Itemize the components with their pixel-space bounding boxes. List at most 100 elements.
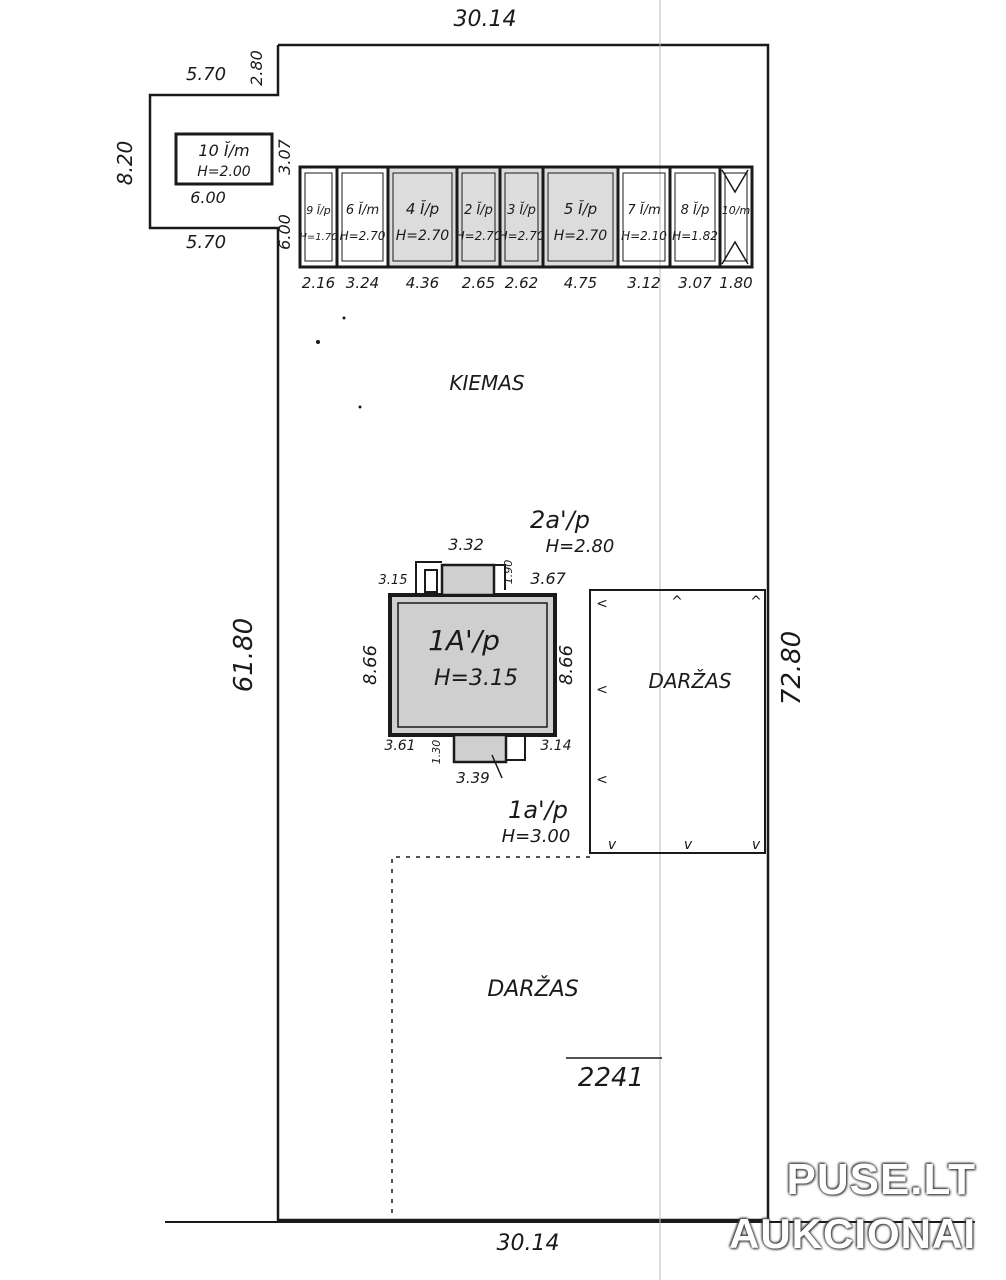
svg-text:v: v bbox=[684, 837, 693, 853]
outbuilding-1-inner bbox=[304, 172, 333, 262]
outbuilding-5-width: 2.62 bbox=[505, 274, 538, 292]
annex-top-label: 5.70 bbox=[186, 64, 226, 85]
outbuilding-9-label: 10/m bbox=[722, 204, 750, 217]
porch-top-left: 3.15 bbox=[379, 573, 408, 588]
top-width-label: 30.14 bbox=[454, 7, 517, 32]
outbuilding-4-height: H=2.70 bbox=[456, 229, 502, 243]
outbuilding-9 bbox=[718, 165, 754, 269]
porch-bottom-width: 3.39 bbox=[456, 769, 489, 787]
outbuilding-1-height: H=1.70 bbox=[299, 232, 337, 243]
outbuilding-3-label: 4 Ĭ/p bbox=[406, 199, 439, 218]
outbuildings-row: 9 Ĭ/pH=1.70 2.16 6 Ĭ/mH=2.70 3.24 4 Ĭ/pH=2.7… bbox=[298, 165, 754, 292]
outbuilding-7-width: 3.12 bbox=[627, 274, 660, 292]
porch-top-right: 3.67 bbox=[530, 569, 566, 588]
outbuilding-2-height: H=2.70 bbox=[340, 229, 386, 243]
outbuilding-5-inner bbox=[504, 172, 539, 262]
outbuilding-2-label: 6 Ĭ/m bbox=[346, 202, 379, 218]
annex-right-lower-label: 6.00 bbox=[275, 214, 294, 250]
outbuilding-7-inner bbox=[622, 172, 666, 262]
outbuilding-7-label: 7 Ĭ/m bbox=[627, 202, 660, 218]
house-body bbox=[390, 595, 555, 735]
watermark-line-1: PUSE.LT bbox=[786, 1155, 976, 1204]
outbuilding-6-height: H=2.70 bbox=[554, 228, 608, 244]
house-inner-outline bbox=[397, 602, 548, 728]
plot-boundary bbox=[148, 43, 770, 1222]
porch-top-door bbox=[424, 569, 438, 593]
outbuilding-4-inner bbox=[461, 172, 496, 262]
porch-bottom-leader bbox=[491, 754, 503, 779]
outbuilding-4-label: 2 Ĭ/p bbox=[464, 202, 493, 218]
porch-top-step bbox=[415, 561, 442, 595]
porch-bottom bbox=[454, 735, 506, 762]
bottom-width-label: 30.14 bbox=[497, 1231, 560, 1256]
outbuilding-5-fill bbox=[500, 167, 543, 267]
porch-top-outline bbox=[440, 563, 496, 597]
porch-top bbox=[442, 565, 494, 595]
outbuilding-3-width: 4.36 bbox=[406, 274, 439, 292]
garden-upper bbox=[589, 589, 766, 854]
porch-bottom-height: H=3.00 bbox=[502, 826, 571, 847]
porch-bottom-label: 1a'/p bbox=[508, 796, 568, 824]
outbuilding-3-fill bbox=[388, 167, 457, 267]
yard-mark bbox=[316, 340, 320, 344]
shed-10 bbox=[174, 132, 274, 186]
right-length-label: 72.80 bbox=[777, 631, 807, 705]
yard-mark bbox=[342, 316, 346, 320]
svg-text:^: ^ bbox=[671, 594, 683, 610]
outbuilding-9-triangle-top bbox=[721, 169, 749, 194]
watermark-line-2: AUKCIONAI bbox=[729, 1210, 976, 1257]
svg-text:v: v bbox=[608, 837, 617, 853]
annex-right-upper-label: 3.07 bbox=[275, 138, 294, 174]
outbuilding-5-height: H=2.70 bbox=[499, 229, 545, 243]
svg-text:<: < bbox=[596, 772, 608, 788]
outbuilding-6-fill bbox=[543, 167, 618, 267]
annex-bottom-label: 5.70 bbox=[186, 232, 226, 253]
outbuilding-1-label: 9 Ĭ/p bbox=[306, 204, 330, 217]
house-right-side: 8.66 bbox=[556, 645, 577, 685]
left-length-label: 61.80 bbox=[229, 618, 259, 692]
outbuilding-9-width: 1.80 bbox=[719, 274, 752, 292]
outbuilding-6-label: 5 Ĭ/p bbox=[564, 199, 597, 218]
plot-area: 2241 bbox=[578, 1063, 644, 1093]
garden-lower-dashed bbox=[391, 856, 590, 1220]
porch-bottom-outline bbox=[452, 733, 508, 764]
shed-10-height: H=2.00 bbox=[197, 164, 251, 180]
outbuilding-9-triangle-bottom bbox=[721, 240, 749, 265]
outbuilding-8-width: 3.07 bbox=[678, 274, 712, 292]
outbuilding-4-fill bbox=[457, 167, 500, 267]
shed-10-width: 6.00 bbox=[190, 188, 226, 207]
annex-notch-label: 2.80 bbox=[247, 50, 266, 86]
outbuilding-2-width: 3.24 bbox=[346, 274, 379, 292]
porch-top-rail bbox=[494, 564, 506, 590]
annex-left-label: 8.20 bbox=[113, 141, 137, 186]
porch-top-width: 3.32 bbox=[448, 535, 484, 554]
house-label: 1A'/p bbox=[428, 624, 500, 657]
outbuilding-8-height: H=1.82 bbox=[672, 229, 718, 243]
shed-10-label: 10 Ĭ/m bbox=[198, 141, 249, 160]
porch-bottom-depth: 1.30 bbox=[430, 740, 443, 765]
porch-top-height: H=2.80 bbox=[546, 536, 615, 557]
yard-label: KIEMAS bbox=[449, 371, 525, 395]
porch-bottom-left: 3.61 bbox=[384, 738, 415, 754]
garden-upper-label: DARŽAS bbox=[648, 669, 731, 693]
svg-text:v: v bbox=[752, 837, 761, 853]
yard-mark bbox=[358, 405, 362, 409]
outbuilding-1-width: 2.16 bbox=[302, 274, 335, 292]
house-height: H=3.15 bbox=[434, 666, 518, 691]
outbuilding-3-height: H=2.70 bbox=[396, 228, 450, 244]
outbuilding-6-inner bbox=[547, 172, 614, 262]
outbuilding-3-inner bbox=[392, 172, 453, 262]
outbuilding-9-inner bbox=[724, 172, 748, 262]
garden-lower-label: DARŽAS bbox=[487, 976, 578, 1002]
outbuilding-8-inner bbox=[674, 172, 716, 262]
outbuilding-6-width: 4.75 bbox=[564, 274, 597, 292]
outbuilding-4-width: 2.65 bbox=[462, 274, 495, 292]
outbuilding-1 bbox=[298, 165, 339, 269]
porch-top-label: 2a'/p bbox=[530, 506, 590, 534]
svg-text:<: < bbox=[596, 682, 608, 698]
porch-bottom-rail bbox=[506, 734, 526, 761]
svg-text:<: < bbox=[596, 596, 608, 612]
porch-bottom-right: 3.14 bbox=[540, 738, 571, 754]
